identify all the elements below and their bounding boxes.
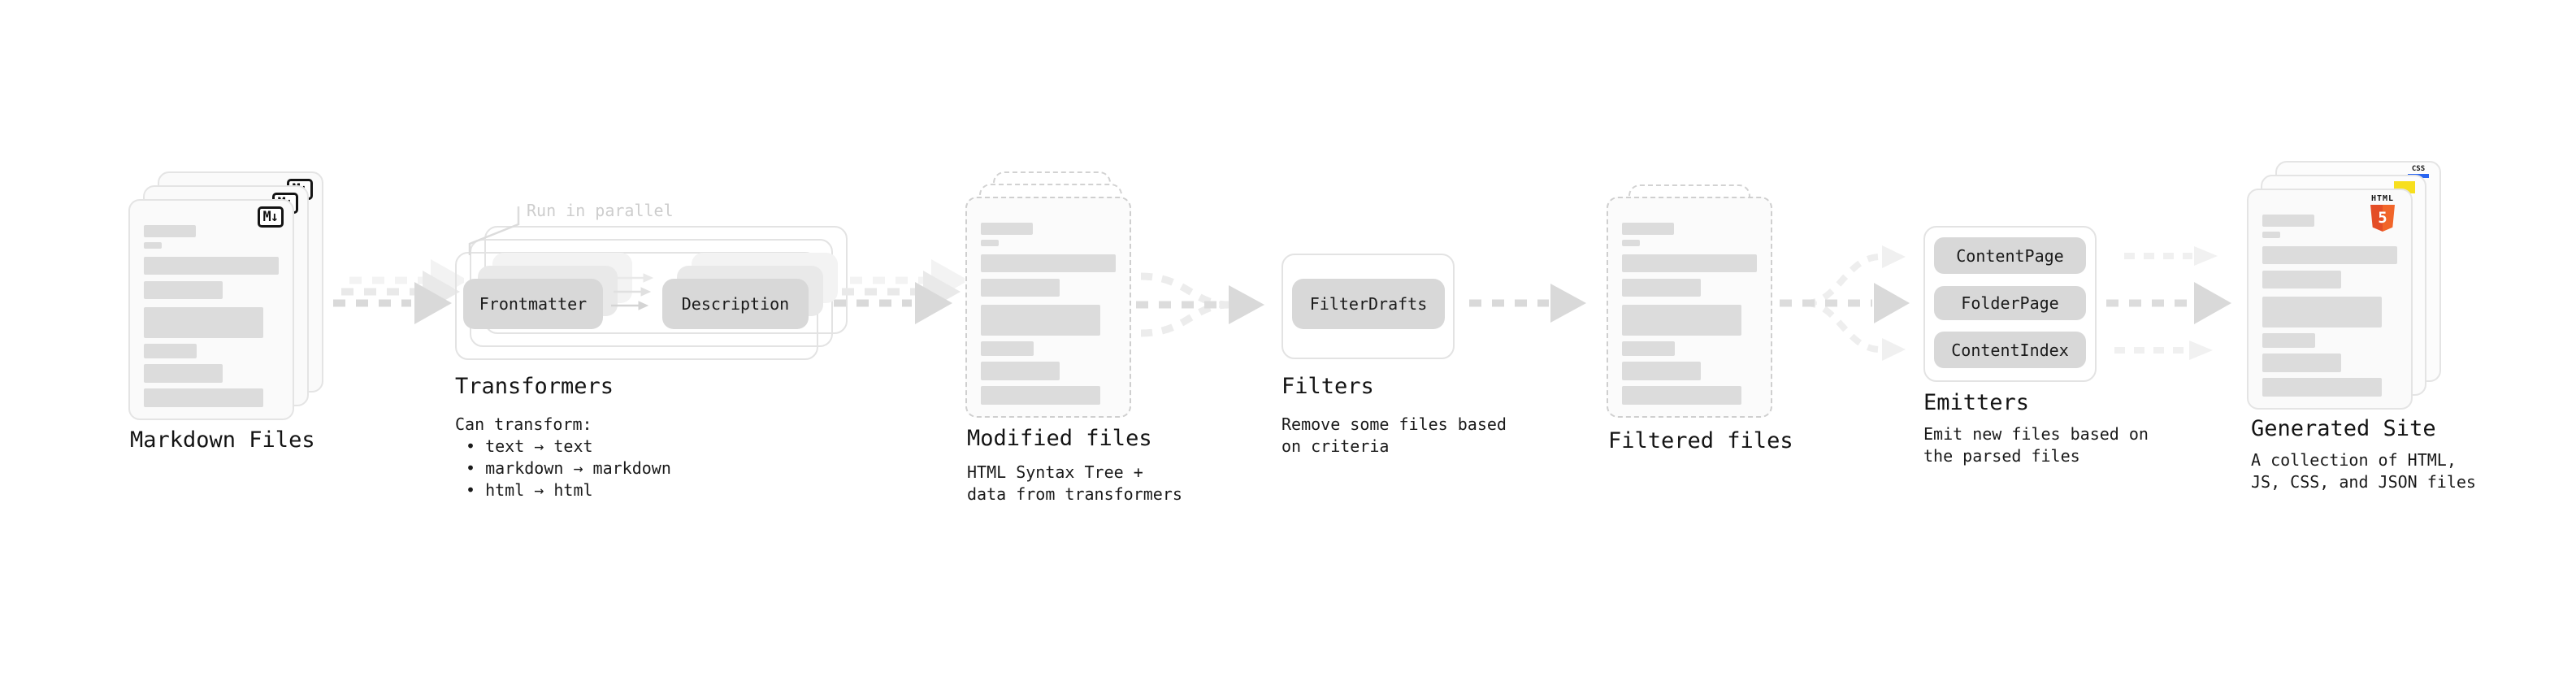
chip-folderpage: FolderPage (1934, 286, 2086, 320)
text-line-placeholder (144, 281, 223, 299)
callout-line (468, 206, 520, 255)
text-line-placeholder (144, 344, 197, 358)
text-line-placeholder (981, 279, 1060, 297)
text-line-placeholder (1622, 305, 1741, 336)
text-line-placeholder (1622, 341, 1675, 356)
text-line-placeholder (144, 225, 196, 237)
bullet-item: • text → text (466, 436, 593, 456)
arrow-filters-to-filtered (1469, 284, 1586, 323)
emitters-box (1923, 226, 2097, 382)
stage-description: Remove some files based on criteria (1281, 414, 1507, 456)
stage-description: A collection of HTML, JS, CSS, and JSON … (2251, 450, 2476, 492)
text-line-placeholder (1622, 362, 1701, 380)
file-card: M↓ (128, 199, 294, 420)
chip-frontmatter: Frontmatter (463, 279, 603, 329)
markdown-icon: M↓ (257, 206, 284, 228)
text-line-placeholder (2262, 354, 2341, 372)
stage-label-transformers: Transformers (455, 374, 614, 399)
text-line-placeholder (2262, 271, 2341, 288)
transform-bullet-list: • text → text • markdown → markdown • ht… (455, 436, 671, 501)
text-line-placeholder (1622, 240, 1640, 246)
file-card (1607, 197, 1772, 418)
chip-description: Description (662, 279, 809, 329)
arrow-transformers-to-modified (834, 259, 965, 324)
text-line-placeholder (144, 257, 279, 275)
arrow-emitters-to-generated (2106, 246, 2231, 360)
text-line-placeholder (144, 364, 223, 383)
text-line-placeholder (981, 240, 999, 246)
stage-description: Emit new files based on the parsed files (1923, 424, 2149, 466)
text-line-placeholder (981, 254, 1116, 272)
text-line-placeholder (1622, 386, 1741, 405)
text-line-placeholder (2262, 297, 2382, 327)
bullet-item: • markdown → markdown (466, 458, 671, 478)
text-line-placeholder (981, 341, 1034, 356)
file-content-placeholder (1608, 198, 1771, 405)
file-content-placeholder (130, 201, 293, 407)
text-line-placeholder (2262, 378, 2382, 397)
stage-description: Can transform: (455, 414, 592, 434)
file-card (965, 197, 1131, 418)
stage-label-markdown-files: Markdown Files (130, 427, 315, 453)
run-in-parallel-annotation: Run in parallel (527, 201, 674, 220)
text-line-placeholder (2262, 232, 2280, 238)
arrow-filtered-to-emitters (1780, 245, 1910, 361)
text-line-placeholder (2262, 333, 2315, 348)
text-line-placeholder (2262, 246, 2397, 264)
file-card: HTML 5 (2247, 189, 2413, 410)
text-line-placeholder (981, 223, 1033, 235)
chip-contentpage: ContentPage (1934, 237, 2086, 274)
text-line-placeholder (144, 307, 263, 338)
parallel-arrows-icon (611, 273, 654, 310)
text-line-placeholder (2262, 215, 2314, 227)
chip-contentindex: ContentIndex (1934, 332, 2086, 368)
text-line-placeholder (1622, 279, 1701, 297)
text-line-placeholder (144, 242, 162, 249)
text-line-placeholder (144, 388, 263, 407)
text-line-placeholder (981, 362, 1060, 380)
chip-filterdrafts: FilterDrafts (1292, 279, 1445, 329)
arrow-modified-to-filters (1136, 272, 1264, 337)
text-line-placeholder (1622, 254, 1757, 272)
text-line-placeholder (1622, 223, 1674, 235)
stage-label-filters: Filters (1281, 374, 1374, 399)
filters-box (1281, 254, 1455, 359)
stage-label-modified-files: Modified files (967, 426, 1152, 451)
stage-label-emitters: Emitters (1923, 390, 2030, 415)
stage-label-generated-site: Generated Site (2251, 416, 2436, 441)
bullet-item: • html → html (466, 480, 593, 500)
stage-description: HTML Syntax Tree + data from transformer… (967, 462, 1182, 504)
arrow-markdown-to-transformers (333, 259, 464, 324)
html5-icon: HTML 5 (2364, 195, 2401, 232)
stage-label-filtered-files: Filtered files (1608, 428, 1793, 453)
file-content-placeholder (2249, 190, 2411, 397)
file-content-placeholder (967, 198, 1130, 405)
text-line-placeholder (981, 386, 1100, 405)
text-line-placeholder (981, 305, 1100, 336)
